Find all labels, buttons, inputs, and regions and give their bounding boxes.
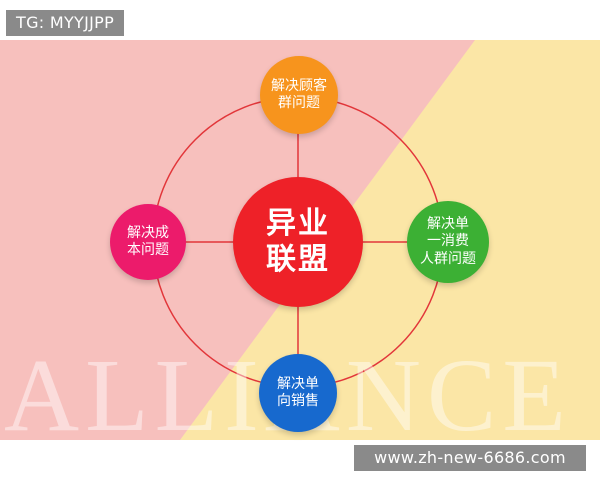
node-cost: 解决成 本问题 <box>110 204 186 280</box>
node-one-way-sales-label: 解决单 向销售 <box>277 375 319 410</box>
center-node-alliance: 异业 联盟 <box>233 177 363 307</box>
node-cost-label: 解决成 本问题 <box>127 224 169 259</box>
url-watermark-badge: www.zh-new-6686.com <box>354 445 586 471</box>
node-single-consumer: 解决单 一消费 人群问题 <box>407 201 489 283</box>
node-one-way-sales: 解决单 向销售 <box>259 354 337 432</box>
node-single-consumer-label: 解决单 一消费 人群问题 <box>420 215 476 267</box>
center-node-label: 异业 联盟 <box>266 206 330 277</box>
yellow-region <box>180 40 600 440</box>
node-customer-group-label: 解决顾客 群问题 <box>271 77 327 112</box>
tg-tag-badge: TG: MYYJJPP <box>6 10 125 36</box>
node-customer-group: 解决顾客 群问题 <box>260 56 338 134</box>
